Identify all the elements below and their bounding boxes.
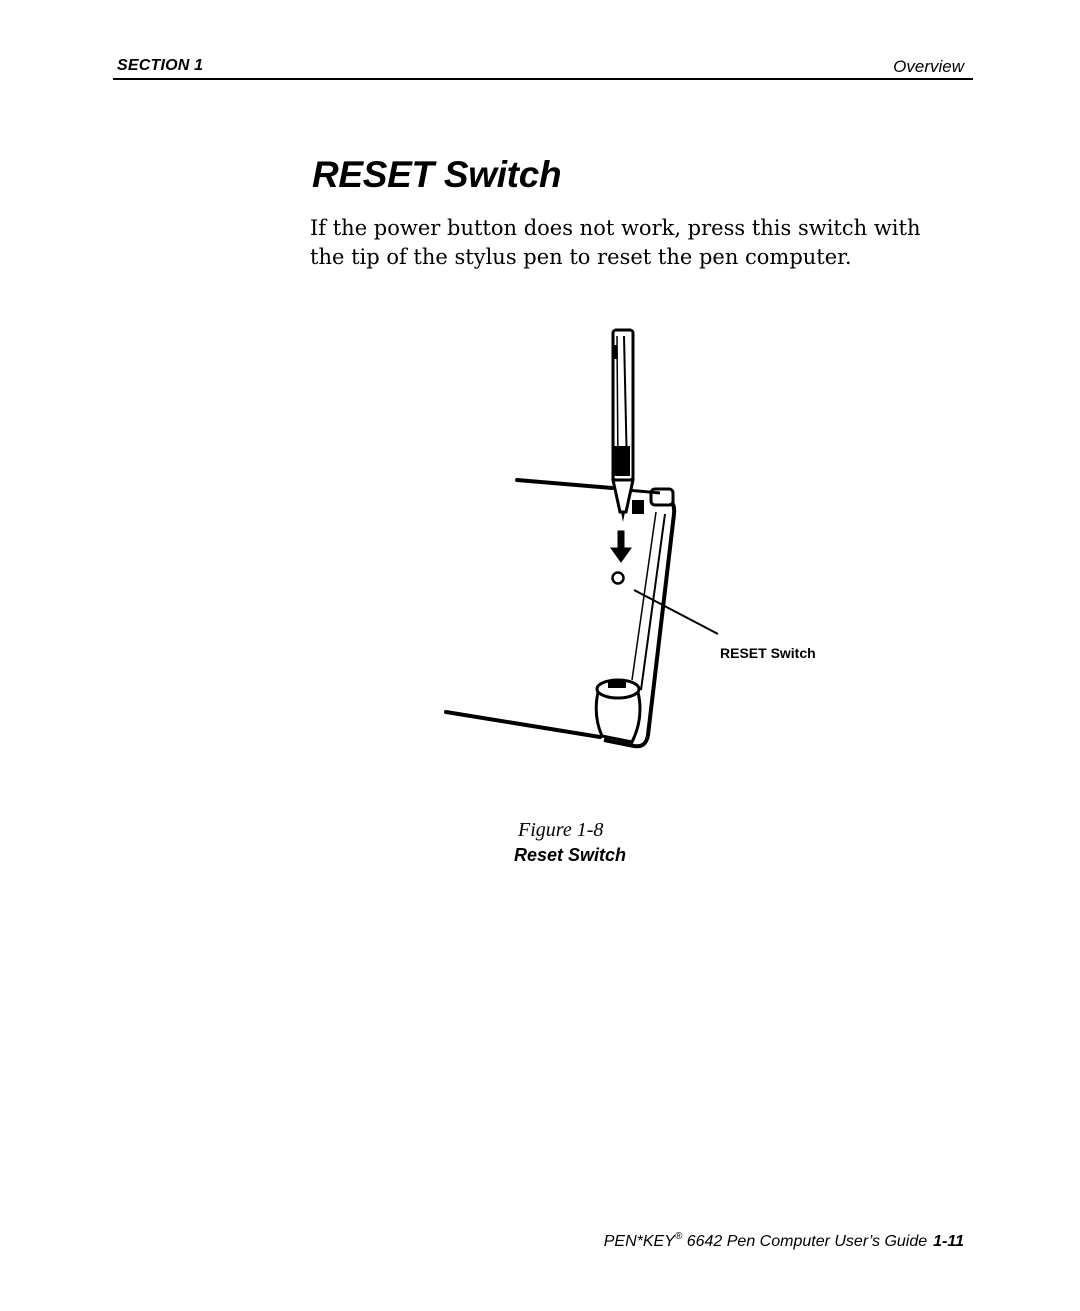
section-label: SECTION 1	[117, 57, 204, 74]
down-arrow-icon	[610, 530, 632, 563]
callout-leader-line	[633, 589, 719, 635]
body-paragraph: If the power button does not work, press…	[310, 216, 921, 269]
header-divider	[113, 78, 973, 80]
device-top-edge	[515, 478, 614, 490]
page-footer: PEN*KEY® 6642 Pen Computer User’s Guide 1…	[604, 1231, 964, 1251]
device-bottom-edge	[444, 710, 602, 739]
chapter-label: Overview	[893, 57, 964, 76]
figure-caption: Reset Switch	[514, 845, 627, 865]
reset-switch-callout: RESET Switch	[720, 645, 816, 661]
page-number: 1-11	[933, 1233, 964, 1250]
reset-switch-illustration	[444, 328, 719, 749]
registered-mark: ®	[674, 1231, 683, 1242]
cylinder-body	[594, 690, 642, 744]
page-title: RESET Switch	[312, 154, 562, 195]
reset-hole	[611, 571, 625, 585]
footer-product: PEN*KEY	[603, 1233, 675, 1250]
stylus-pen-icon	[611, 328, 635, 522]
figure-number: Figure 1-8	[518, 819, 604, 841]
footer-guide-title: 6642 Pen Computer User’s Guide	[686, 1233, 928, 1250]
